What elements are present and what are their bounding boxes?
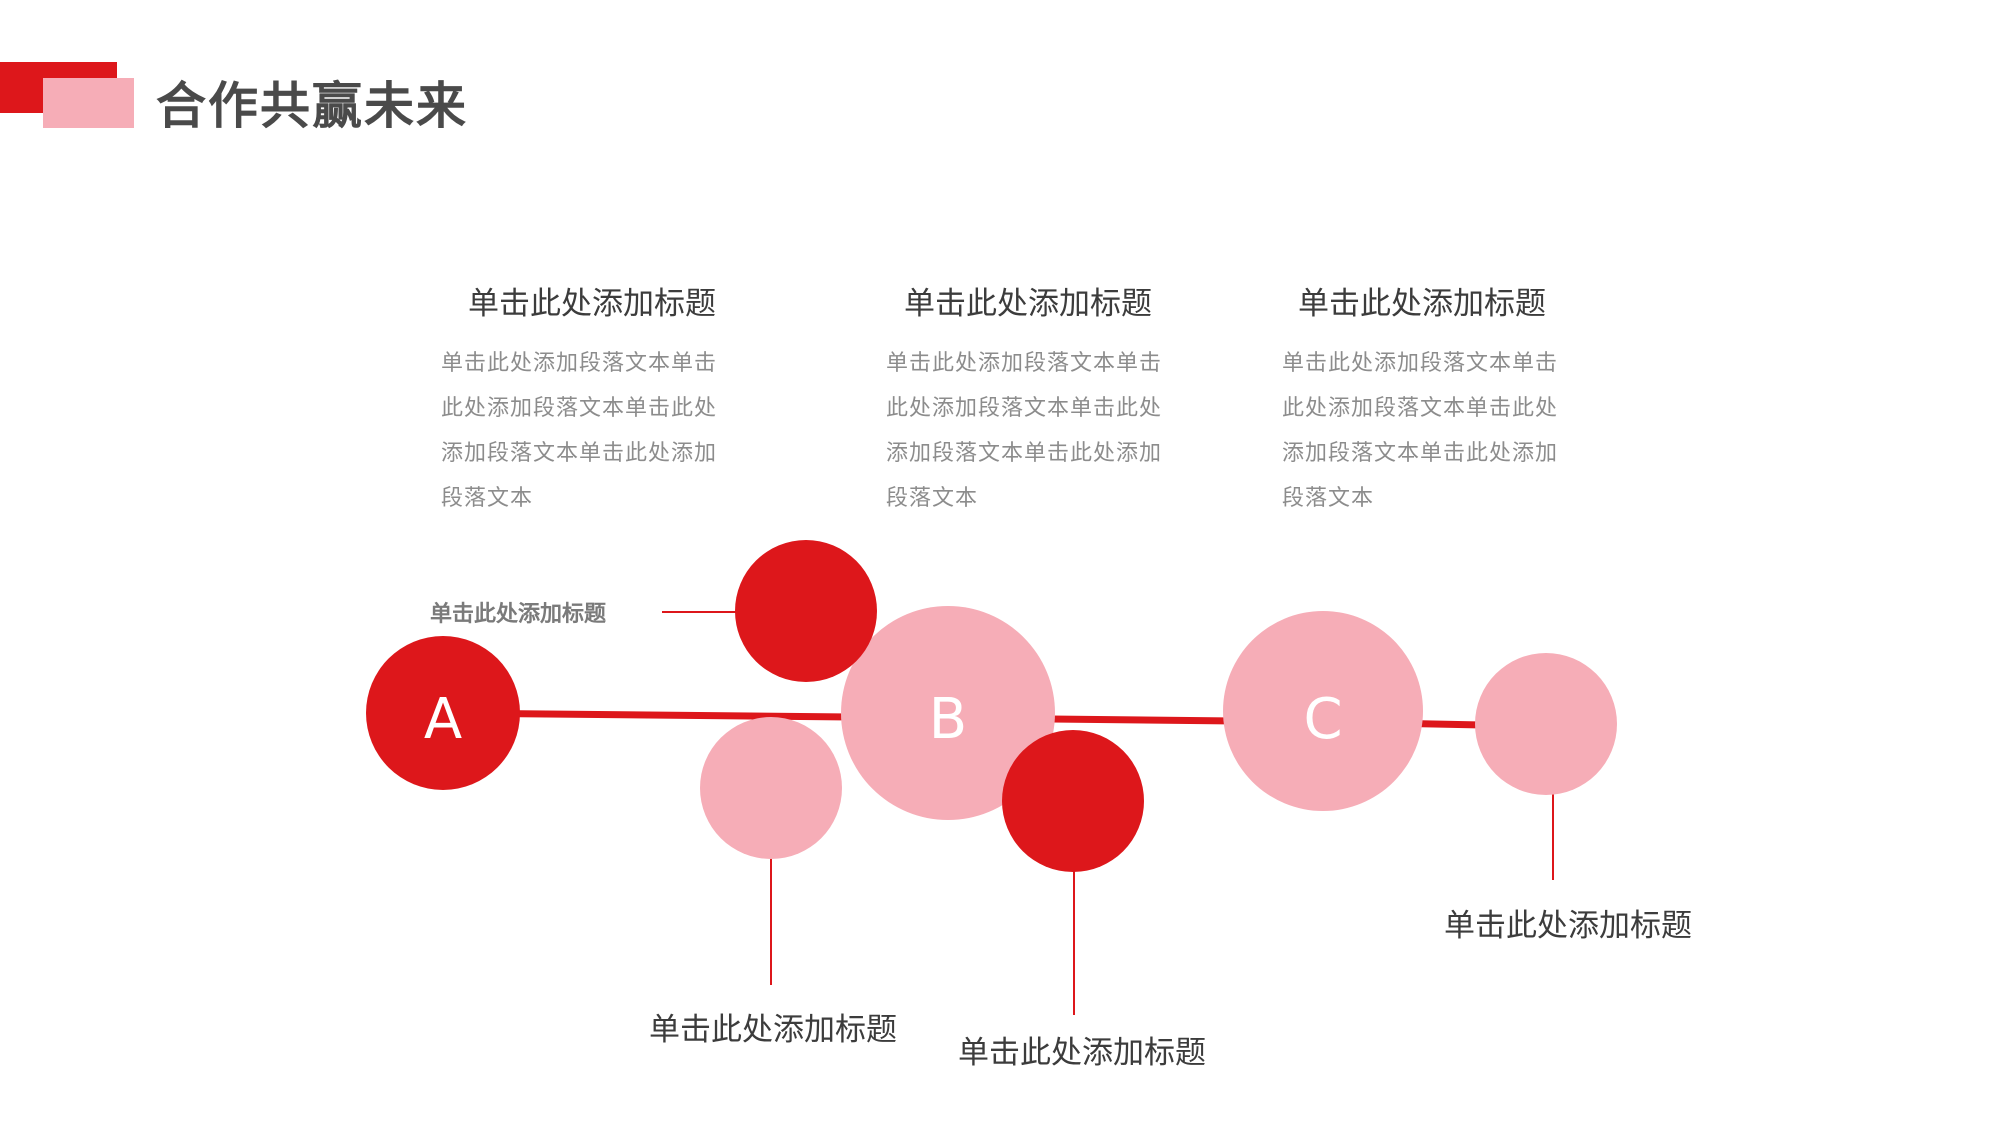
column-1-body-line: 段落文本 — [441, 486, 534, 511]
column-3-body-line: 此处添加段落文本单击此处 — [1282, 396, 1559, 421]
pink-circle-lower-left — [700, 717, 842, 859]
column-3-body-line: 添加段落文本单击此处添加 — [1282, 441, 1559, 466]
small-label-left: 单击此处添加标题 — [430, 602, 607, 627]
node-b-letter: B — [929, 687, 967, 752]
red-circle-lower — [1002, 730, 1144, 872]
node-c-circle — [1223, 611, 1423, 811]
column-2-body-line: 单击此处添加段落文本单击 — [886, 351, 1163, 376]
node-c-letter: C — [1303, 687, 1342, 752]
column-3-body-line: 单击此处添加段落文本单击 — [1282, 351, 1559, 376]
pink-circle-right — [1475, 653, 1617, 795]
column-2-body: 单击此处添加段落文本单击 此处添加段落文本单击此处 添加段落文本单击此处添加 段… — [886, 341, 1191, 521]
node-a-letter: A — [424, 687, 462, 752]
page-title: 合作共赢未来 — [156, 77, 468, 135]
column-2-body-line: 此处添加段落文本单击此处 — [886, 396, 1163, 421]
red-circle-top — [735, 540, 877, 682]
bottom-label-3: 单击此处添加标题 — [1444, 908, 1692, 944]
node-a-circle — [366, 636, 520, 790]
column-2-title: 单击此处添加标题 — [904, 286, 1152, 322]
bottom-label-2: 单击此处添加标题 — [958, 1035, 1206, 1071]
column-2-body-line: 添加段落文本单击此处添加 — [886, 441, 1163, 466]
column-1-body: 单击此处添加段落文本单击 此处添加段落文本单击此处 添加段落文本单击此处添加 段… — [441, 341, 746, 521]
column-1-body-line: 单击此处添加段落文本单击 — [441, 351, 718, 376]
bottom-label-1: 单击此处添加标题 — [649, 1012, 897, 1048]
timeline-connector-line — [444, 709, 1534, 730]
column-1-body-line: 此处添加段落文本单击此处 — [441, 396, 718, 421]
column-2-body-line: 段落文本 — [886, 486, 979, 511]
column-3-body: 单击此处添加段落文本单击 此处添加段落文本单击此处 添加段落文本单击此处添加 段… — [1282, 341, 1587, 521]
column-3-body-line: 段落文本 — [1282, 486, 1375, 511]
column-3-title: 单击此处添加标题 — [1298, 286, 1546, 322]
node-b-circle — [841, 606, 1055, 820]
header-decoration-pink-bar — [43, 78, 134, 128]
column-1-body-line: 添加段落文本单击此处添加 — [441, 441, 718, 466]
column-1-title: 单击此处添加标题 — [468, 286, 716, 322]
